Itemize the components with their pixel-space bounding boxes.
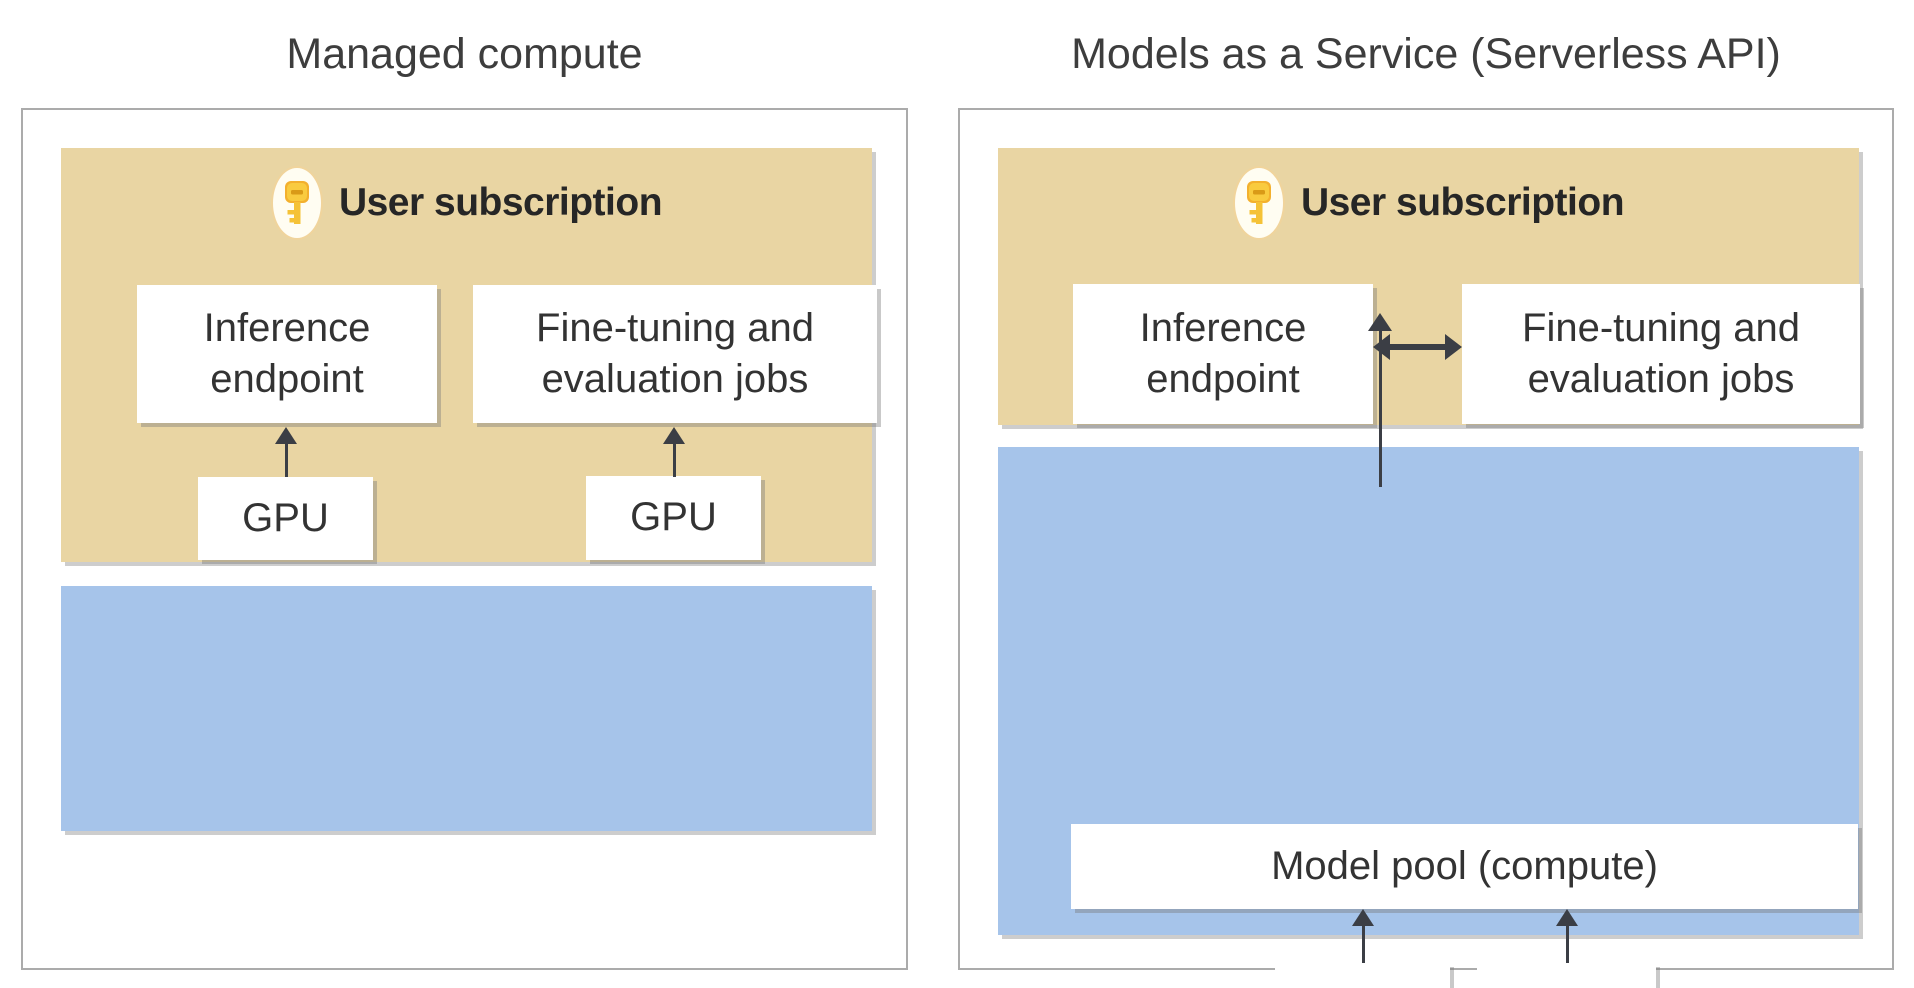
user-subscription-label: User subscription — [1300, 181, 1625, 224]
finetuning-evaluation-label: Fine-tuning and evaluation jobs — [536, 305, 814, 401]
azure-ml-service-zone: Model catalog Azure Machine Learning ser… — [61, 586, 872, 831]
inference-endpoint-label: Inference endpoint — [1139, 305, 1307, 401]
inference-endpoint-label: Inference endpoint — [203, 305, 371, 401]
arrow-head-right — [1445, 334, 1462, 360]
gpu-label: GPU — [630, 495, 717, 540]
gpu-box: GPU — [198, 477, 373, 560]
arrow-line — [1361, 926, 1365, 963]
arrow-head — [663, 427, 685, 444]
user-subscription-label: User subscription — [338, 181, 663, 224]
gpu-box: GPU — [1275, 963, 1450, 988]
arrow-head — [1556, 909, 1578, 926]
user-subscription-zone: User subscription Inference endpoint Fin… — [61, 148, 877, 562]
models-as-a-service-panel: User subscription Inference endpoint Fin… — [958, 108, 1894, 988]
arrow-inference-finetuning-bidirectional — [1373, 334, 1462, 360]
gpu-label: GPU — [1523, 979, 1610, 988]
finetuning-evaluation-label: Fine-tuning and evaluation jobs — [1522, 305, 1800, 401]
right-panel-title: Models as a Service (Serverless API) — [1071, 30, 1781, 78]
gpu-label: GPU — [242, 495, 329, 540]
azure-ml-service-zone: Model pool (compute) GPU GPU Model catal… — [998, 447, 1859, 988]
gpu-box: GPU — [1477, 963, 1656, 988]
inference-endpoint-box: Inference endpoint — [1073, 284, 1373, 424]
model-pool-label: Model pool (compute) — [1271, 843, 1658, 888]
inference-endpoint-box: Inference endpoint — [137, 285, 437, 423]
finetuning-evaluation-box: Fine-tuning and evaluation jobs — [1462, 284, 1860, 424]
left-panel-title: Managed compute — [286, 30, 643, 78]
model-pool-box: Model pool (compute) — [1071, 824, 1858, 909]
arrow-model-pool-to-subscription — [1368, 313, 1392, 487]
arrow-line — [284, 444, 288, 477]
arrow-line — [1390, 344, 1445, 350]
user-subscription-header: User subscription — [998, 162, 1859, 244]
user-subscription-zone: User subscription Inference endpoint Fin… — [998, 148, 1860, 425]
arrow-head-left — [1373, 334, 1390, 360]
arrow-gpu-to-inference — [274, 427, 298, 477]
arrow-head — [1352, 909, 1374, 926]
gpu-box: GPU — [586, 476, 761, 560]
key-icon — [270, 166, 323, 240]
gpu-label: GPU — [1319, 979, 1406, 988]
arrow-line — [1565, 926, 1569, 963]
key-icon — [1232, 166, 1285, 240]
arrow-head — [275, 427, 297, 444]
arrow-gpu-to-model-pool — [1351, 909, 1375, 963]
arrow-line — [672, 444, 676, 477]
arrow-gpu-to-model-pool — [1555, 909, 1579, 963]
arrow-head — [1368, 313, 1392, 331]
finetuning-evaluation-box: Fine-tuning and evaluation jobs — [473, 285, 877, 423]
arrow-gpu-to-finetuning — [662, 427, 686, 477]
managed-compute-panel: User subscription Inference endpoint Fin… — [21, 108, 908, 970]
arrow-line — [1378, 331, 1382, 487]
user-subscription-header: User subscription — [61, 162, 872, 244]
